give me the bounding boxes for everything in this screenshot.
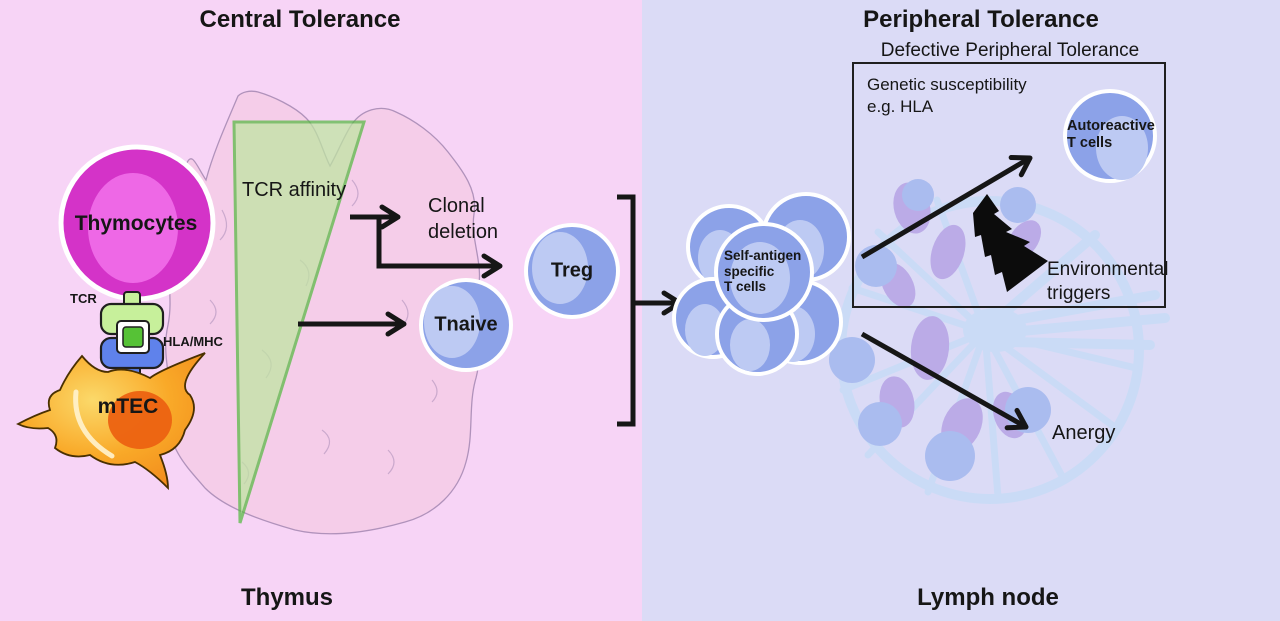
mtec-label: mTEC	[97, 395, 159, 418]
lymph-node-label: Lymph node	[917, 584, 1059, 611]
environmental-trigger-bolt-icon	[973, 194, 1048, 292]
lymph-node-hilum-vessels	[997, 230, 1170, 350]
hla-mhc-label: HLA/MHC	[163, 334, 223, 349]
self-antigen-peptide-icon	[116, 320, 150, 354]
peripheral-tolerance-title: Peripheral Tolerance	[863, 6, 1099, 33]
anergy-arrow	[860, 331, 1029, 431]
autoreactive-label: Autoreactive T cells	[1067, 118, 1155, 151]
defective-tolerance-box	[852, 62, 1166, 308]
tnaive-label: Tnaive	[434, 313, 498, 336]
mtec-cell	[16, 352, 206, 491]
self-antigen-label: Self-antigen specific T cells	[724, 248, 802, 294]
thymocytes-label: Thymocytes	[74, 212, 198, 235]
autoreactive-t-cell	[1063, 89, 1157, 183]
treg-label: Treg	[550, 259, 594, 282]
autoreactive-arrow	[860, 155, 1033, 260]
tnaive-cell	[419, 278, 513, 372]
tcr-label: TCR	[70, 291, 97, 306]
environmental-triggers-label: Environmental triggers	[1047, 259, 1169, 304]
tcr-affinity-label: TCR affinity	[242, 179, 347, 201]
clonal-deletion-label: Clonal deletion	[428, 195, 499, 243]
defective-tolerance-subtitle: Defective Peripheral Tolerance	[880, 40, 1140, 61]
genetic-susceptibility-label: Genetic susceptibility e.g. HLA	[867, 75, 1027, 116]
treg-cell	[524, 223, 620, 319]
thymus-label: Thymus	[240, 584, 334, 611]
lymph-node-illustration	[829, 179, 1170, 504]
self-antigen-t-cell-cluster	[672, 192, 851, 376]
anergy-label: Anergy	[1052, 422, 1116, 444]
output-bracket	[617, 194, 636, 427]
central-tolerance-title: Central Tolerance	[199, 6, 401, 33]
treg-arrow	[376, 219, 503, 279]
